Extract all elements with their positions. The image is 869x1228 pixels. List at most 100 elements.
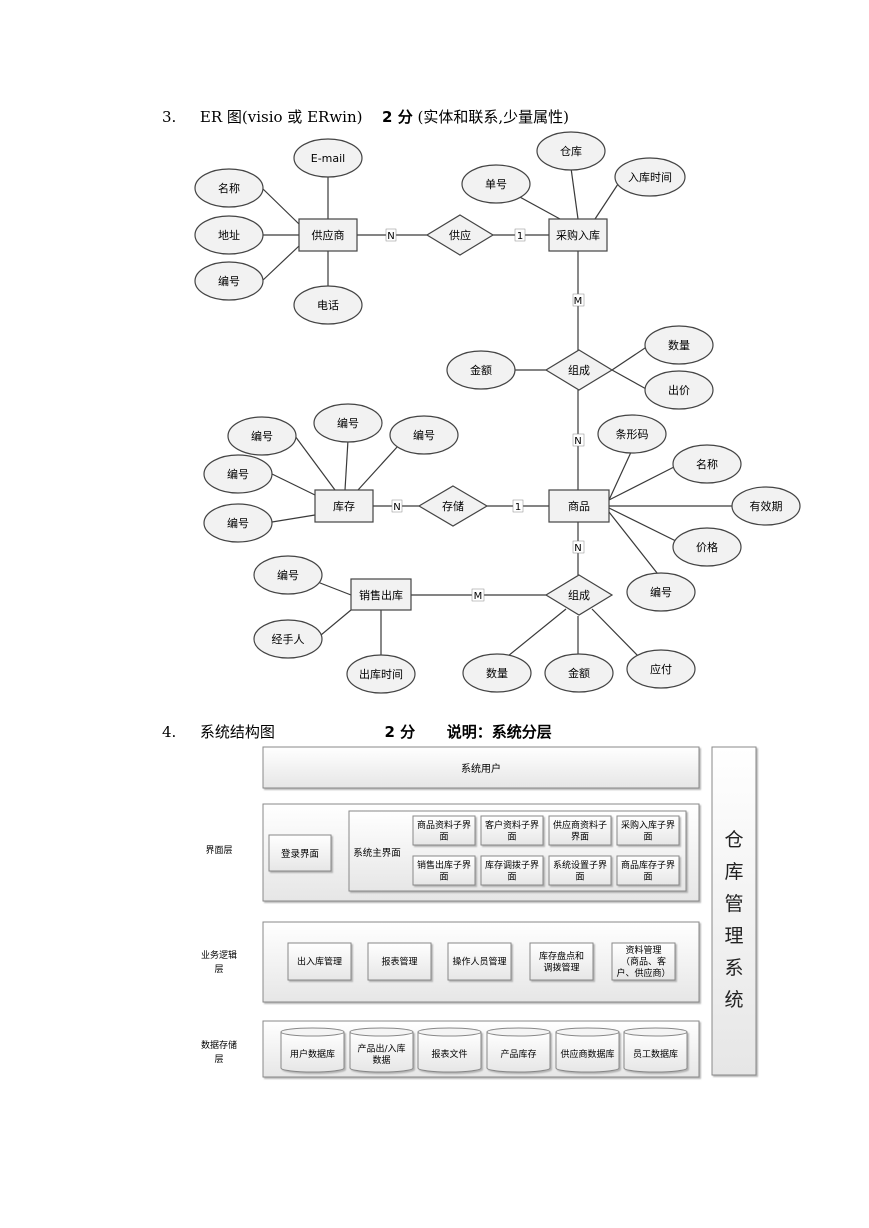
entity-purchase: 采购入库 [556,228,600,242]
data-cylinder-body [623,1031,688,1073]
sub-ui-box [412,815,476,846]
data-group: 用户数据库产品出/入库数据报表文件产品库存供应商数据库员工数据库 [280,1027,688,1073]
sub-ui-label: 采购入库子界 [621,819,675,831]
side-title-char: 统 [724,989,743,1011]
logic-box [287,942,352,981]
data-cylinder-body [555,1031,620,1073]
attr-prod-price: 价格 [696,540,718,554]
sub-ui-box [548,815,612,846]
sub-ui-label: 库存调拨子界 [485,859,539,871]
section3-title: ER 图(visio 或 ERwin) [199,108,363,126]
logic-label: 调拨管理 [543,961,579,973]
relation-compose-bottom: 组成 [568,588,590,602]
relation-supply: 供应 [449,228,471,242]
relation-compose-bottom-shape [544,574,614,616]
data-cylinder-top [623,1027,688,1037]
attr-cb-payable: 应付 [650,662,672,676]
data-cylinder-body [280,1031,345,1073]
sub-ui-label: 系统设置子界 [553,859,607,871]
attr-sal-id: 编号 [277,568,299,582]
attr-sal-time: 出库时间 [359,667,403,681]
logic-label: 库存盘点和 [539,950,584,962]
relation-compose-top: 组成 [568,363,590,377]
logic-box [529,942,594,981]
attr-inv-id4: 编号 [227,467,249,481]
attr-sup-name: 名称 [218,181,240,195]
entity-purchase-box [548,218,608,252]
data-layer-label-2: 层 [214,1054,223,1065]
entity-inventory-box [314,489,374,523]
attr-ct-price: 出价 [668,383,690,397]
logic-label: 操作人员管理 [452,956,506,968]
login-box [268,834,332,872]
section4-heading: 4. 系统结构图 2 分 说明：系统分层 [162,721,552,742]
attr-inv-id3: 编号 [413,428,435,442]
attr-prod-name: 名称 [696,457,718,471]
sub-ui-label: 客户资料子界 [485,819,539,831]
entity-product: 商品 [568,499,590,513]
er-diagram: N 1 M N N 1 N M 供应商 采购入库 库存 商品 销售出库 [194,131,801,694]
data-cylinder-top [349,1027,414,1037]
relation-compose-top-shape [544,349,614,391]
data-layer-label-1: 数据存储 [201,1039,237,1051]
card-inv-store: N [393,502,400,513]
sub-ui-label: 面 [439,831,448,842]
logic-box [367,942,432,981]
sub-ui-label: 面 [643,871,652,882]
sub-ui-group: 商品资料子界面客户资料子界面供应商资料子界面采购入库子界面销售出库子界面库存调拨… [412,815,680,886]
data-label: 数据 [372,1054,390,1066]
sub-ui-box [480,855,544,886]
logic-label: 出入库管理 [297,956,342,968]
card-sup-supply: N [387,231,394,242]
data-label: 产品库存 [500,1048,536,1060]
side-title: 仓 库 管 理 系 统 [724,829,743,1011]
section4-title: 系统结构图 [199,723,275,741]
attr-cb-qty: 数量 [486,667,508,680]
attr-inv-id5: 编号 [227,516,249,530]
card-sales-compose: M [474,591,483,602]
section3-score: 2 分 [382,108,413,126]
card-compose-prod: N [574,436,581,447]
entity-sales: 销售出库 [359,588,403,602]
sub-ui-label: 供应商资料子 [553,819,607,831]
card-supply-pur: 1 [517,231,523,242]
section4-number: 4. [162,723,177,741]
side-title-char: 库 [724,861,743,883]
logic-label: 资料管理 [625,944,661,956]
sub-ui-box [480,815,544,846]
sub-ui-label: 面 [575,871,584,882]
logic-label: （商品、客 [621,956,666,968]
side-title-char: 仓 [724,829,743,851]
sub-ui-label: 商品资料子界 [417,819,471,831]
attr-sal-handler: 经手人 [272,632,305,646]
card-store-prod: 1 [515,502,521,513]
sub-ui-label: 商品库存子界 [621,859,675,871]
ui-layer-label: 界面层 [205,845,232,856]
relation-supply-shape [425,214,495,256]
sub-ui-box [616,815,680,846]
data-cylinder-top [417,1027,482,1037]
attr-prod-id: 编号 [650,585,672,599]
section4-note: 说明：系统分层 [446,723,552,741]
login-label: 登录界面 [281,849,319,860]
side-title-char: 系 [724,957,743,979]
card-pur-compose: M [574,296,583,307]
attr-prod-expiry: 有效期 [750,499,783,513]
data-label: 产品出/入库 [357,1042,405,1054]
card-prod-compose: N [574,543,581,554]
data-cylinder-body [417,1031,482,1073]
sub-ui-label: 面 [439,871,448,882]
data-label: 供应商数据库 [560,1048,614,1060]
data-cylinder-body [486,1031,551,1073]
section3-number: 3. [162,108,177,126]
sub-ui-box [412,855,476,886]
section4-score: 2 分 [384,723,416,741]
attr-sup-addr: 地址 [218,228,240,242]
logic-label: 户、供应商） [616,967,670,979]
attr-sup-email: E-mail [311,152,346,165]
entity-product-box [548,489,610,523]
entity-supplier-box [298,218,358,252]
side-title-char: 理 [724,925,743,947]
logic-group: 出入库管理报表管理操作人员管理库存盘点和调拨管理资料管理（商品、客户、供应商） [287,942,676,981]
